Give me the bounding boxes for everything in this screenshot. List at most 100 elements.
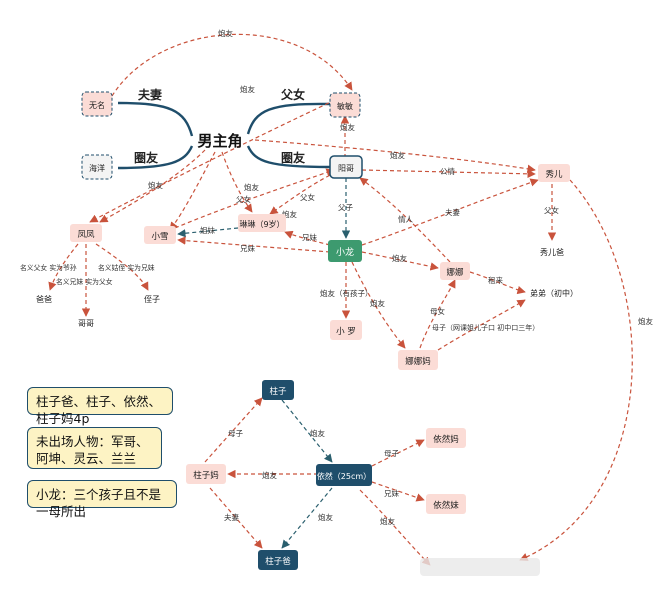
edge-yangge-xiuer (361, 169, 536, 179)
svg-text:娜娜妈: 娜娜妈 (405, 356, 431, 367)
note-4p: 柱子爸、柱子、依然、柱子妈4p (27, 387, 173, 426)
svg-text:凤凤: 凤凤 (77, 230, 95, 240)
svg-text:小龙: 小龙 (336, 246, 354, 258)
label-fuzi: 父子 (338, 203, 353, 212)
nodes: 男主角 无名 海洋 敏敏 阳哥 秀儿 秀儿爸 凤凤 爸爸 哥哥 侄 (36, 91, 578, 576)
label-gongqing: 公情 (440, 166, 455, 176)
label-mingyi2: 名义兄妹 实为父女 (56, 277, 113, 286)
svg-text:娜娜: 娜娜 (446, 267, 464, 278)
node-xiuer[interactable]: 秀儿 (538, 164, 570, 182)
node-nanama[interactable]: 娜娜妈 (398, 350, 438, 370)
node-minmin[interactable]: 敏敏 (329, 92, 361, 118)
label-mingyi3: 名义姑侄 实为兄妹 (98, 263, 155, 272)
node-yangge[interactable]: 阳哥 (329, 155, 363, 179)
edge-xiaolong-linlin (284, 230, 331, 246)
node-zhuzima[interactable]: 柱子妈 (186, 464, 226, 484)
label-fuqi-xiuer: 夫妻 (445, 207, 460, 217)
edge-fengfeng-baba (48, 243, 79, 291)
edge-central-yangge (246, 145, 331, 169)
node-linlin[interactable]: 琳琳（9岁） (238, 214, 286, 232)
label-paoyou-right: 炮友 (638, 316, 653, 326)
label-xiongmei-yiran: 兄妹 (384, 488, 399, 498)
edge-central-xiaoxue (169, 151, 216, 231)
label-mingyi1: 名义父女 实为爷孙 (20, 263, 77, 272)
edge-fengfeng-zhizi (95, 243, 149, 291)
svg-text:无名: 无名 (89, 100, 105, 110)
node-gege[interactable]: 哥哥 (78, 319, 94, 328)
label-paoyou-nana: 炮友 (392, 253, 407, 263)
edge-nana-yangge (359, 177, 451, 263)
edge-xiuer-bottom (519, 179, 633, 561)
node-nana[interactable]: 娜娜 (440, 262, 470, 280)
node-baba[interactable]: 爸爸 (36, 294, 52, 304)
edge-yiran-zhuziba (281, 487, 333, 549)
edge-xiaolong-xiaoxue (177, 236, 331, 253)
label-muv: 母女 (430, 306, 445, 316)
svg-text:柱子爸: 柱子爸 (265, 556, 291, 567)
node-zhizi[interactable]: 侄子 (144, 294, 160, 304)
label-fuv-linlin2: 父女 (236, 194, 251, 204)
label-paoyou-yiran: 炮友 (262, 470, 277, 480)
svg-text:小雪: 小雪 (151, 231, 168, 242)
svg-text:柱子: 柱子 (269, 386, 287, 397)
note-4p-text: 柱子爸、柱子、依然、柱子妈4p (36, 394, 162, 426)
edge-yiran-yiranma (371, 439, 425, 467)
edges (48, 33, 633, 566)
edge-labels: 夫妻 圈友 父女 圈友 炮友 炮友 炮友 炮友 炮友 公情 父子 父女 夫妻 情… (20, 28, 653, 526)
edge-central-fengfeng (99, 149, 206, 223)
node-didi[interactable]: 弟弟（初中） (530, 288, 578, 298)
label-paoyou-linlin1: 炮友 (244, 182, 259, 192)
node-haiyang[interactable]: 海洋 (81, 154, 113, 180)
edge-central-wuming (117, 101, 194, 137)
edge-yiran-bottomright (359, 489, 431, 566)
label-muzi: 母子 (228, 429, 243, 438)
node-yiran[interactable]: 依然（25cm） (316, 464, 372, 486)
label-paoyou-top: 炮友 (218, 28, 233, 38)
label-fuqi-zhuzi: 夫妻 (224, 512, 239, 522)
node-xiaoxue[interactable]: 小雪 (144, 226, 176, 244)
note-xiaolong: 小龙：三个孩子且不是一母所出 (27, 480, 177, 519)
label-xiongmei-1: 兄妹 (302, 232, 317, 242)
edge-wuming-minmin (111, 33, 353, 97)
edge-xiaolong-nanama (351, 261, 406, 349)
node-xiuerba[interactable]: 秀儿爸 (540, 247, 564, 257)
edge-central-haiyang (117, 145, 194, 170)
note-xiaolong-text: 小龙：三个孩子且不是一母所出 (36, 487, 162, 519)
edge-minmin-fengfeng (89, 99, 336, 223)
edge-zhuzi-yiran (281, 399, 333, 463)
note-unseen-text: 未出场人物：军哥、阿坤、灵云、兰兰 (36, 434, 149, 466)
label-paoyou-yiran2: 炮友 (380, 516, 395, 526)
label-paoyou-nanama: 炮友 (370, 298, 385, 308)
label-jiemei: 姐妹 (200, 225, 215, 235)
node-zhuziba[interactable]: 柱子爸 (258, 550, 298, 570)
svg-text:柱子妈: 柱子妈 (193, 470, 219, 481)
label-paoyou-3: 炮友 (148, 180, 163, 190)
label-quanyou2: 圈友 (281, 150, 305, 165)
label-paoyou-linlin2: 炮友 (282, 209, 297, 219)
node-zhuzi[interactable]: 柱子 (262, 380, 294, 400)
svg-text:阳哥: 阳哥 (338, 164, 354, 173)
node-yiranmei[interactable]: 依然妹 (426, 494, 466, 514)
label-fuqi: 夫妻 (137, 87, 162, 102)
edge-xiaoxue-yangge (174, 168, 335, 229)
label-fuv-linlin: 父女 (300, 192, 315, 202)
node-xiaoluo[interactable]: 小 罗 (330, 320, 362, 340)
svg-text:海洋: 海洋 (89, 163, 105, 173)
svg-text:秀儿: 秀儿 (545, 169, 563, 180)
label-fuv-xiuerba: 父女 (544, 205, 559, 215)
label-paoyou-5: 炮友 (390, 150, 405, 160)
label-fuv: 父女 (280, 87, 305, 102)
node-yiranma[interactable]: 依然妈 (426, 428, 466, 448)
svg-text:依然妈: 依然妈 (433, 434, 459, 445)
node-xiaolong[interactable]: 小龙 (328, 240, 362, 262)
node-wuming[interactable]: 无名 (81, 91, 113, 117)
edge-zhuzima-zhuziba (209, 487, 263, 549)
edge-zhuzima-zhuzi (204, 397, 263, 463)
node-fengfeng[interactable]: 凤凤 (70, 224, 102, 242)
label-zuche: 租来 (488, 276, 503, 285)
edge-xiaolong-nana (361, 251, 439, 271)
label-muzi-nana: 母子（网课姐儿子口 初中口三年） (432, 323, 539, 332)
edge-yiran-yiranmei (371, 481, 425, 502)
label-paoyou-child: 炮友（有孩子） (320, 288, 373, 298)
